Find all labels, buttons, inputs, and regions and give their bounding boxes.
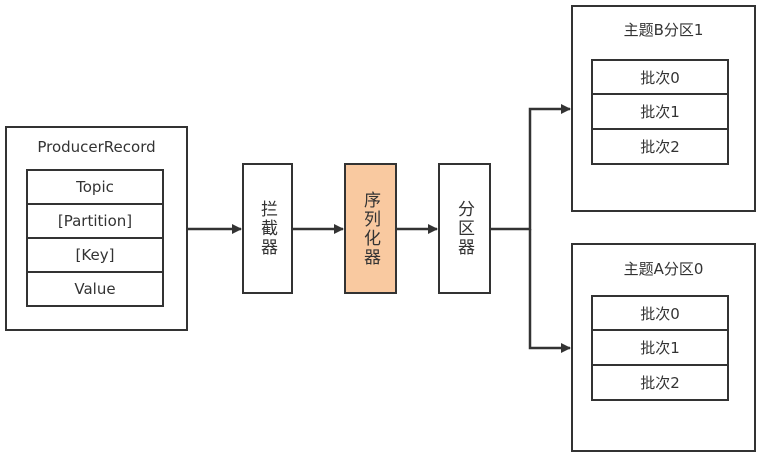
partitioner-label: 分区器 bbox=[454, 200, 474, 257]
interceptor-box: 拦截器 bbox=[242, 163, 293, 294]
interceptor-label: 拦截器 bbox=[257, 200, 277, 257]
field-value: Value bbox=[26, 271, 164, 307]
field-partition: [Partition] bbox=[26, 203, 164, 239]
field-key: [Key] bbox=[26, 237, 164, 273]
serializer-box: 序列化器 bbox=[344, 163, 397, 294]
partition-b1-batch-1: 批次1 bbox=[591, 93, 729, 130]
arrow-partitioner-to-partition-b1 bbox=[491, 104, 571, 231]
partition-a0-batch-1: 批次1 bbox=[591, 329, 729, 366]
partition-b1-batch-2: 批次2 bbox=[591, 128, 729, 165]
partitioner-box: 分区器 bbox=[438, 163, 491, 294]
field-topic: Topic bbox=[26, 169, 164, 205]
partition-a0-batch-0: 批次0 bbox=[591, 295, 729, 331]
arrow-partitioner-to-partition-a0 bbox=[528, 229, 571, 353]
partition-a0-batch-2: 批次2 bbox=[591, 364, 729, 401]
partition-b1-title: 主题B分区1 bbox=[623, 21, 704, 39]
partition-a0-title: 主题A分区0 bbox=[623, 260, 704, 278]
partition-b1-batch-0: 批次0 bbox=[591, 59, 729, 95]
serializer-label: 序列化器 bbox=[360, 190, 380, 267]
producer-record-title: ProducerRecord bbox=[37, 138, 156, 156]
